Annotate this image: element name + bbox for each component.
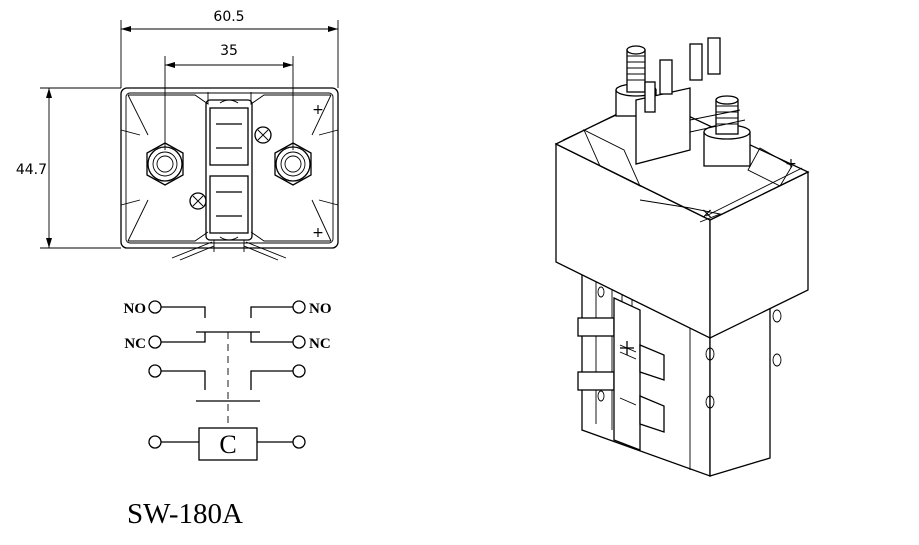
side-terminals [577, 296, 665, 451]
main-terminal-right [274, 142, 312, 186]
terminal-coil-right [292, 435, 306, 449]
iso-polarity-x: × [701, 206, 713, 222]
coil-leads [171, 240, 287, 261]
width-dimension-label: 60.5 [213, 9, 244, 25]
iso-polarity-plus: + [785, 156, 797, 172]
wiring-schematic: NO NO NC NC C [124, 300, 332, 461]
terminal-nc-left [148, 335, 162, 349]
height-dimension-label: 44.7 [16, 162, 47, 178]
nc-label-right: NC [309, 336, 331, 352]
screw-upper-right [254, 126, 272, 144]
aux-spade-terminals [635, 37, 746, 165]
terminal-spacing-dimension: 35 [164, 43, 294, 150]
terminal-no-right [292, 300, 306, 314]
terminal-no-left [148, 300, 162, 314]
polarity-mark-top: + [312, 102, 324, 118]
main-terminal-left [146, 142, 184, 186]
height-dimension: 44.7 [16, 87, 121, 249]
screw-lower-left [189, 192, 207, 210]
top-terminal-right [703, 95, 751, 167]
coil-symbol [198, 427, 258, 461]
terminal-nc-right [292, 335, 306, 349]
housing-outline [120, 87, 339, 249]
auxiliary-terminal-block [205, 99, 253, 241]
isometric-view: + × [554, 37, 810, 477]
width-dimension: 60.5 [120, 9, 339, 88]
model-label: SW-180A [127, 498, 243, 530]
upper-cap [554, 95, 810, 340]
nc-label-left: NC [124, 336, 146, 352]
top-view: 60.5 35 44.7 [16, 9, 339, 261]
terminal-main-left [148, 364, 162, 378]
terminal-spacing-label: 35 [220, 43, 238, 59]
polarity-mark-bottom: + [312, 225, 324, 241]
no-label-right: NO [309, 301, 332, 317]
no-label-left: NO [124, 301, 147, 317]
terminal-main-right [292, 364, 306, 378]
coil-label: C [219, 430, 236, 459]
terminal-coil-left [148, 435, 162, 449]
